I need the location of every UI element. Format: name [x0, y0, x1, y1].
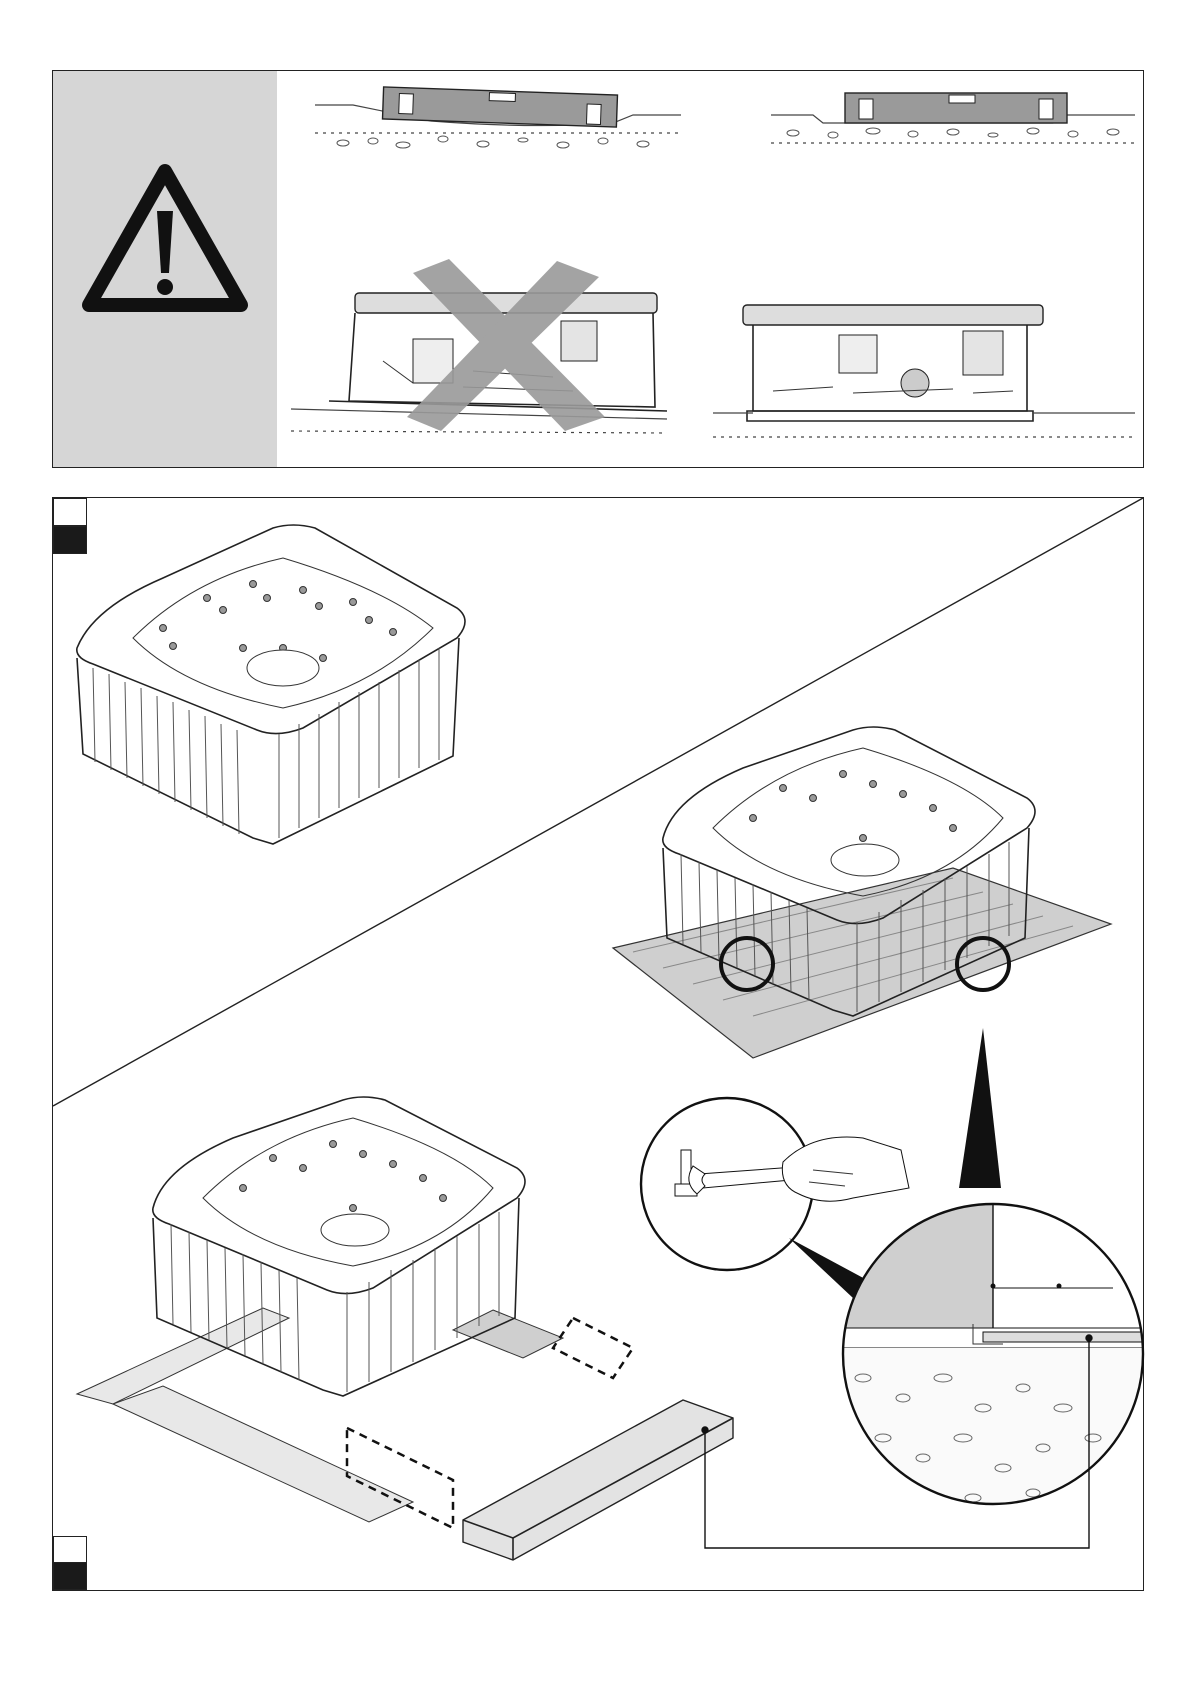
flat-ground-level-diagram [771, 93, 1135, 143]
leveling-illustrations [53, 71, 1145, 469]
magnifier-pointer [789, 1238, 867, 1298]
deck-beam [463, 1400, 733, 1560]
installation-steps-panel [52, 497, 1144, 1591]
uneven-ground-level-diagram [315, 87, 681, 148]
spa-tub-icon [77, 525, 465, 844]
spa-on-frame-diagram [77, 1097, 733, 1560]
magnifier-detail-icon [833, 1028, 1153, 1508]
leveling-warning-panel [52, 70, 1144, 468]
beam-slot-dashed-back [553, 1318, 633, 1378]
installation-illustrations [53, 498, 1145, 1592]
spirit-level-icon [383, 87, 618, 127]
step-divider-line [53, 498, 1143, 1106]
detail-pointer [959, 1028, 1001, 1188]
spirit-level-icon [845, 93, 1067, 123]
spa-on-deck-diagram [613, 727, 1111, 1058]
tilted-spa-wrong-diagram [291, 259, 667, 433]
level-spa-correct-diagram [713, 305, 1135, 437]
